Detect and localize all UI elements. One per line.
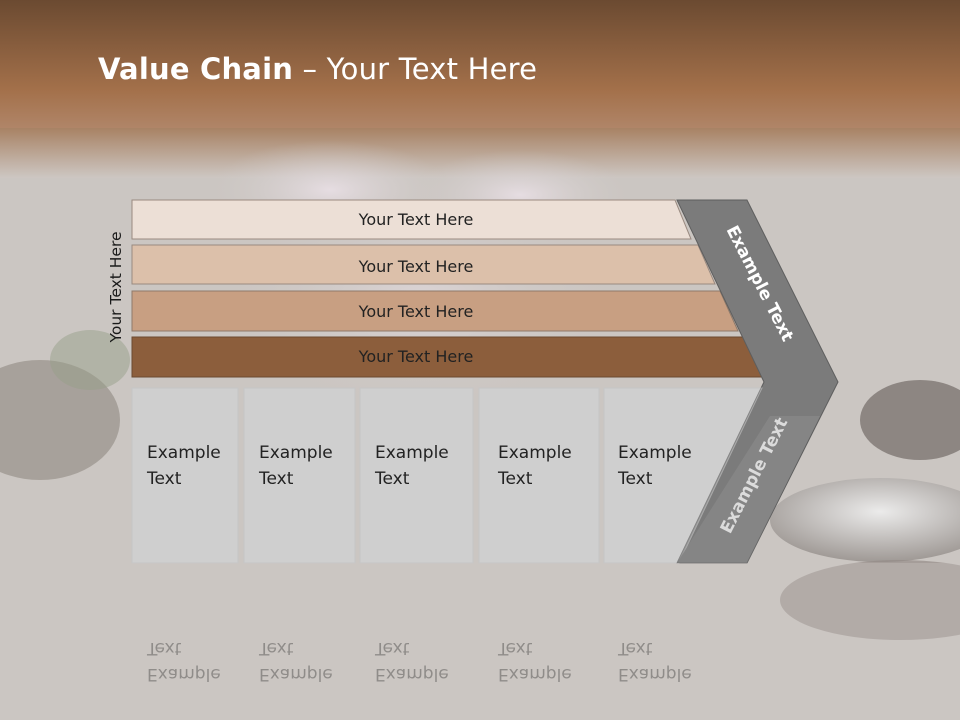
reflected-card-text-1: Example Text [147, 635, 221, 687]
reflected-card-3-line-1: Example [375, 664, 449, 684]
card-text-3: Example Text [375, 440, 449, 492]
reflected-card-2-line-2: Text [259, 638, 294, 658]
reflected-card-3-line-2: Text [375, 638, 410, 658]
card-text-1: Example Text [147, 440, 221, 492]
reflected-card-5-line-1: Example [618, 664, 692, 684]
bar-label-1: Your Text Here [358, 210, 474, 229]
card-3 [359, 387, 474, 564]
card-text-5: Example Text [618, 440, 692, 492]
reflected-card-1-line-2: Text [147, 638, 182, 658]
card-4-line-1: Example [498, 443, 572, 463]
reflected-card-text-3: Example Text [375, 635, 449, 687]
card-4-line-2: Text [498, 469, 533, 489]
card-text-2: Example Text [259, 440, 333, 492]
reflected-card-text-5: Example Text [618, 635, 692, 687]
reflection [131, 387, 820, 564]
card-1-line-2: Text [147, 469, 182, 489]
bar-label-2: Your Text Here [358, 257, 474, 276]
bar-label-3: Your Text Here [358, 302, 474, 321]
bar-label-4: Your Text Here [358, 347, 474, 366]
card-3-line-2: Text [375, 469, 410, 489]
card-5-line-2: Text [618, 469, 653, 489]
reflection-text: Example Text Example Text Example Text E… [0, 563, 960, 720]
card-1-line-1: Example [147, 443, 221, 463]
reflected-card-2-line-1: Example [259, 664, 333, 684]
reflected-card-text-4: Example Text [498, 635, 572, 687]
title-rest: – Your Text Here [293, 52, 538, 86]
card-2-line-1: Example [259, 443, 333, 463]
reflected-card-5-line-2: Text [618, 638, 653, 658]
reflected-card-4-line-2: Text [498, 638, 533, 658]
bar-2 [131, 244, 716, 285]
card-1 [131, 387, 239, 564]
bar-1 [131, 199, 692, 240]
card-text-4: Example Text [498, 440, 572, 492]
page-title: Value Chain – Your Text Here [98, 52, 537, 86]
reflected-card-1-line-1: Example [147, 664, 221, 684]
title-bold: Value Chain [98, 52, 294, 86]
card-4 [478, 387, 600, 564]
card-5-line-1: Example [618, 443, 692, 463]
card-2 [243, 387, 356, 564]
reflected-card-4-line-1: Example [498, 664, 572, 684]
chevron [676, 199, 839, 564]
reflected-card-text-2: Example Text [259, 635, 333, 687]
card-2-line-2: Text [259, 469, 294, 489]
bar-3 [131, 290, 739, 332]
card-3-line-1: Example [375, 443, 449, 463]
